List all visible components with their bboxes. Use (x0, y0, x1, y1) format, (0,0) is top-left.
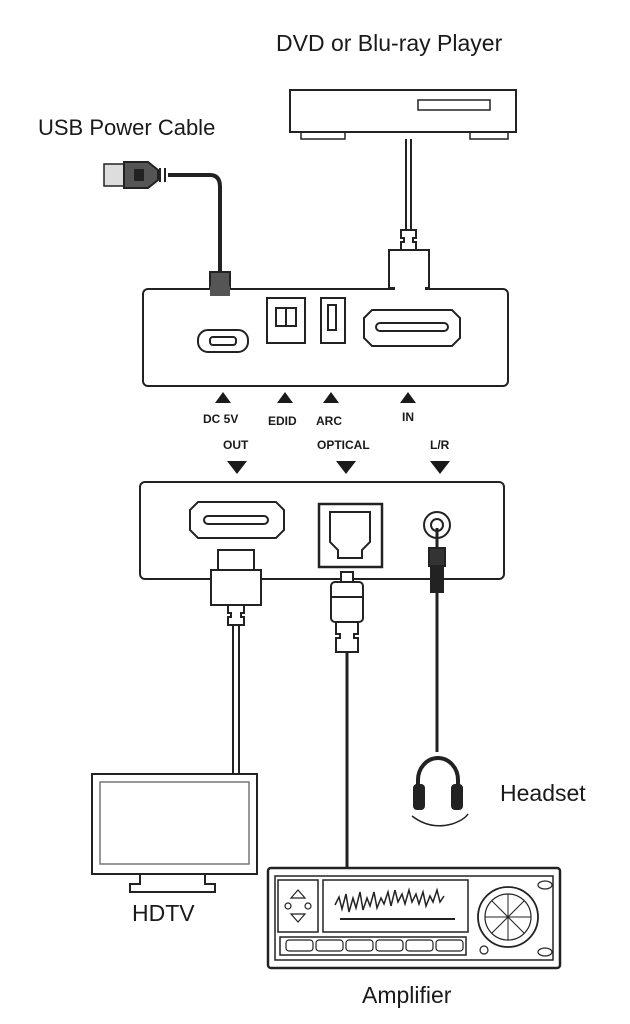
hdtv-label: HDTV (132, 900, 195, 926)
port-label-lr: L/R (430, 438, 450, 452)
hdtv-icon (91, 773, 258, 893)
port-label-optical: OPTICAL (317, 438, 370, 452)
amplifier-icon (266, 866, 562, 970)
port-label-arc: ARC (316, 414, 342, 428)
port-label-in: IN (402, 410, 414, 424)
arrow-down-lr (430, 461, 450, 474)
output-panel (139, 481, 505, 580)
audio-cable (428, 528, 446, 752)
dvd-player-icon (289, 89, 517, 140)
port-label-out: OUT (223, 438, 249, 452)
headset-label: Headset (500, 780, 586, 806)
arrow-down-optical (336, 461, 356, 474)
dvd-player-label: DVD or Blu-ray Player (276, 30, 503, 56)
hdmi-cable-out (210, 549, 262, 776)
arrow-up-edid (277, 392, 293, 403)
arrow-up-arc (323, 392, 339, 403)
optical-cable (330, 571, 364, 872)
arrow-down-out (227, 461, 247, 474)
port-label-edid: EDID (268, 414, 297, 428)
arrow-up-dc5v (215, 392, 231, 403)
amplifier-label: Amplifier (362, 982, 452, 1008)
arrow-up-in (400, 392, 416, 403)
input-panel (142, 283, 509, 387)
usb-power-cable-label: USB Power Cable (38, 115, 216, 140)
port-label-dc5v: DC 5V (203, 412, 239, 426)
headset-icon (411, 756, 469, 827)
